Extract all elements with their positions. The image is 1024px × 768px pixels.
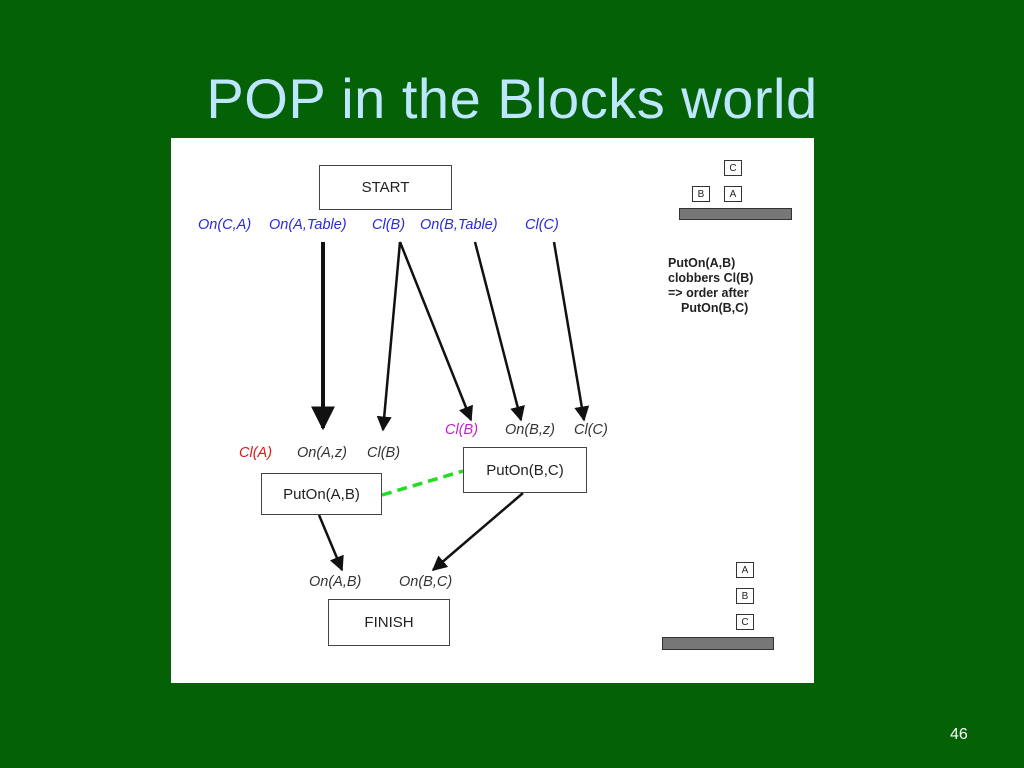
putonAB-node: PutOn(A,B) [261,473,382,515]
link-onBtable-onBz [473,241,525,422]
note-line-4: PutOn(B,C) [681,301,749,315]
initial-block-top: C [724,160,742,176]
finish-label: FINISH [364,614,414,631]
ordering-constraint-link [381,469,464,497]
precond-onBz: On(B,z) [505,422,555,438]
page-number: 46 [950,726,968,743]
link-putonAB-goalAB [317,514,344,572]
effect-clC: Cl(C) [525,217,559,233]
effect-clB: Cl(B) [372,217,406,233]
finish-node: FINISH [328,599,450,646]
goal-onBC: On(B,C) [399,574,453,590]
putonAB-label: PutOn(A,B) [283,485,360,503]
slide-title: POP in the Blocks world [206,67,818,130]
effect-onCA: On(C,A) [198,217,252,233]
initial-table [679,208,792,220]
goal-block-middle: B [736,588,754,604]
link-clB-putonBC [398,241,473,422]
putonBC-node: PutOn(B,C) [463,447,587,493]
initial-block-bottom: A [724,186,742,202]
effect-onBtable: On(B,Table) [420,217,498,233]
note-line-2: clobbers Cl(B) [668,271,754,285]
precond-onAz: On(A,z) [297,445,347,461]
clobber-note: PutOn(A,B) clobbers Cl(B) => order after… [668,256,753,316]
initial-block-left: B [692,186,710,202]
note-line-3: => order after [668,286,749,300]
note-line-1: PutOn(A,B) [668,256,736,270]
effect-onAtable: On(A,Table) [269,217,347,233]
precond-clB-ab: Cl(B) [367,445,401,461]
goal-table [662,637,774,650]
start-node: START [319,165,452,210]
putonBC-label: PutOn(B,C) [486,461,564,479]
link-clC-clC [552,241,590,422]
precond-clC: Cl(C) [574,422,608,438]
causal-links-layer [311,241,590,572]
goal-onAB: On(A,B) [309,574,362,590]
start-label: START [361,179,410,196]
goal-block-bottom: C [736,614,754,630]
goal-block-top: A [736,562,754,578]
pop-diagram: START PutOn(A,B) PutOn(B,C) FINISH On(C,… [171,138,814,683]
link-clB-putonAB [376,241,402,432]
precond-clB-threatened: Cl(B) [445,422,479,438]
precond-clA-unsatisfied: Cl(A) [239,445,273,461]
link-putonBC-goalBC [431,492,524,571]
